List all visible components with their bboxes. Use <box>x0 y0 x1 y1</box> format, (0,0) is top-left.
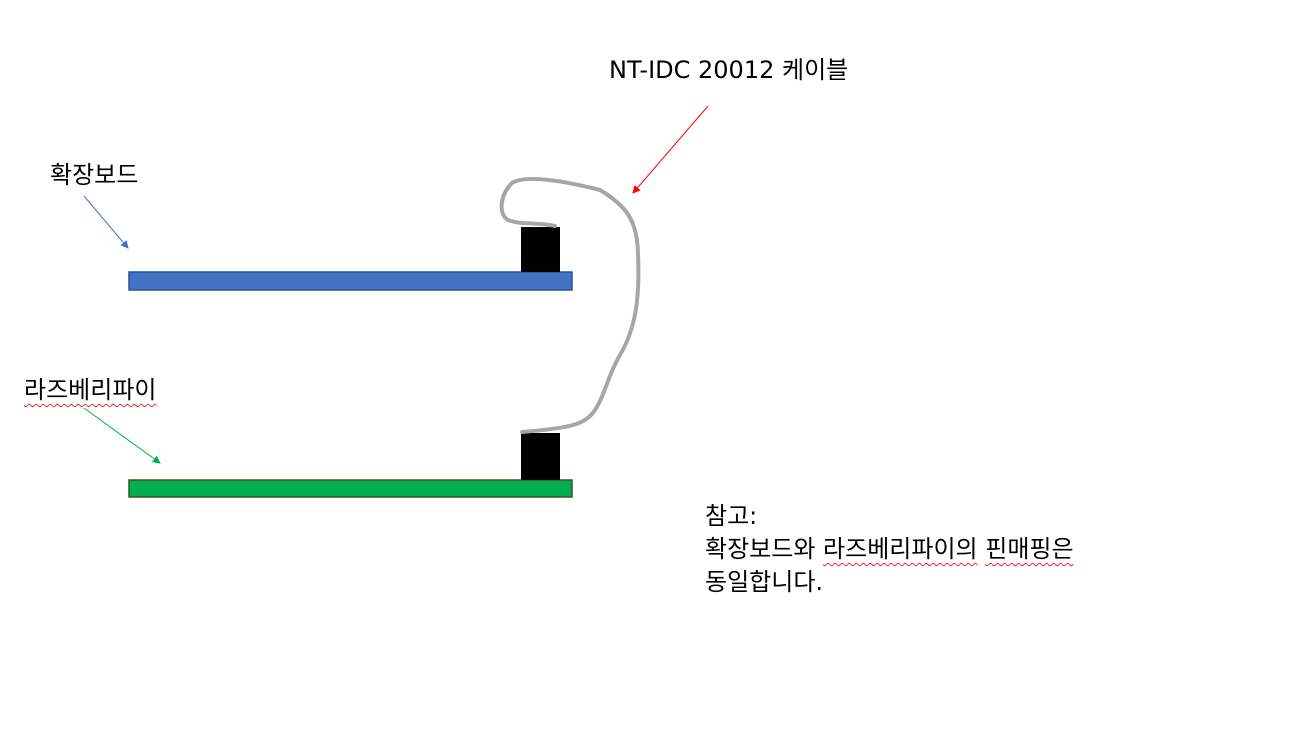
expansion-board <box>128 271 573 291</box>
cable-label: NT-IDC 20012 케이블 <box>609 56 849 84</box>
cable-arrow <box>632 105 709 194</box>
raspberry-pi-label: 라즈베리파이 <box>24 376 157 404</box>
note-text: 확장보드와 <box>705 535 816 563</box>
note-title: 참고: <box>705 502 758 530</box>
note: 참고: 확장보드와 라즈베리파이의 핀매핑은 동일합니다. <box>705 500 1074 599</box>
note-line-1: 확장보드와 라즈베리파이의 핀매핑은 <box>705 533 1074 566</box>
expansion-board-header <box>521 227 560 272</box>
raspberry-pi-header <box>521 433 560 480</box>
note-text: 라즈베리파이의 <box>823 535 978 563</box>
idc-cable <box>499 177 641 434</box>
expansion-board-arrow <box>83 195 129 249</box>
expansion-board-label: 확장보드 <box>50 161 139 189</box>
raspberry-pi-board <box>128 479 573 498</box>
raspberry-pi-arrow <box>83 407 161 464</box>
note-line-2: 동일합니다. <box>705 568 824 596</box>
note-text: 핀매핑은 <box>985 535 1074 563</box>
